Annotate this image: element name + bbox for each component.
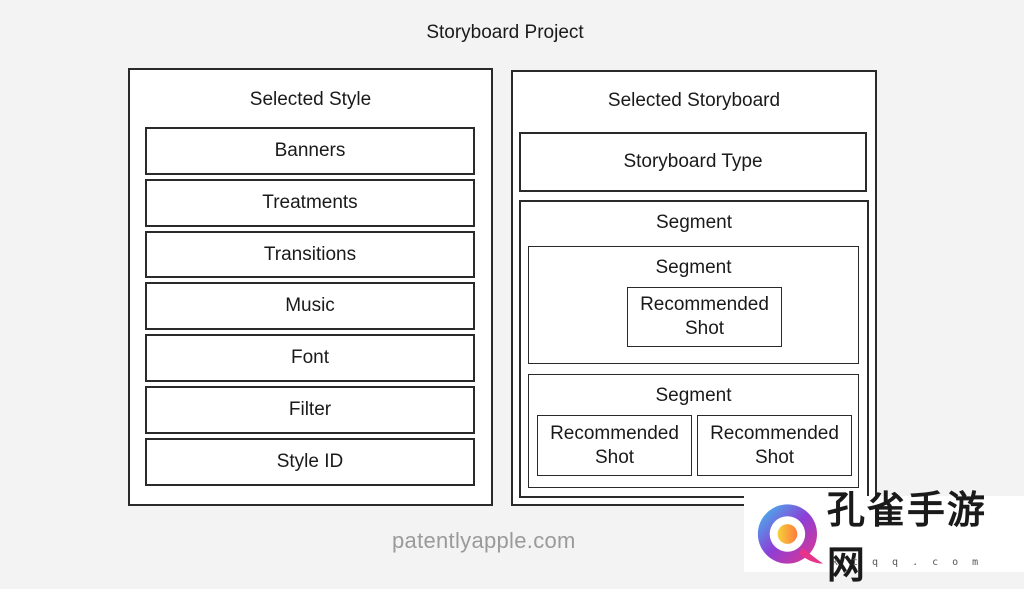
storyboard-type-box: Storyboard Type: [519, 132, 867, 192]
watermark-text: patentlyapple.com: [392, 528, 576, 553]
segment-a-label: Segment: [655, 257, 732, 278]
segment-a-recommended-shot: Recommended Shot: [627, 287, 782, 347]
selected-storyboard-title: Selected Storyboard: [607, 90, 781, 111]
brand-badge: 孔雀手游网 ktqq.com: [744, 487, 1024, 587]
selected-style-title: Selected Style: [249, 89, 372, 110]
style-item-treatments: Treatments: [145, 179, 475, 227]
style-item-filter: Filter: [145, 386, 475, 434]
diagram-title: Storyboard Project: [426, 22, 584, 43]
brand-name: 孔雀手游网: [826, 487, 987, 587]
outer-segment-label: Segment: [655, 212, 733, 233]
style-item-font: Font: [145, 334, 475, 382]
brand-url: ktqq.com: [832, 557, 993, 568]
peacock-logo-icon: [757, 504, 823, 564]
style-item-transitions: Transitions: [145, 231, 475, 278]
style-item-banners: Banners: [145, 127, 475, 175]
style-item-music: Music: [145, 282, 475, 330]
segment-b-recommended-shot-2: Recommended Shot: [697, 415, 852, 476]
segment-b-recommended-shot-1: Recommended Shot: [537, 415, 692, 476]
style-item-style-id: Style ID: [145, 438, 475, 486]
segment-b-label: Segment: [655, 385, 732, 406]
